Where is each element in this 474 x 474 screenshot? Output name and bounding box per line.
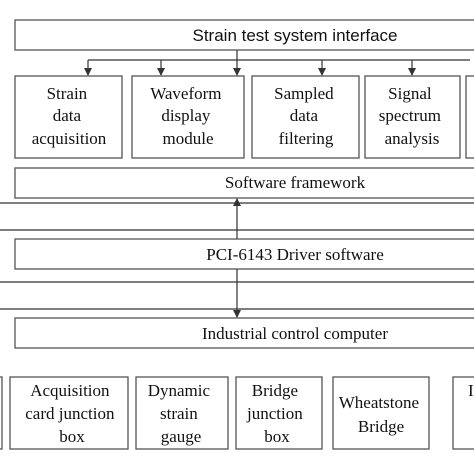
svg-text:I: I [468, 381, 474, 400]
module-sampled-data-filtering: Sampled data filtering [251, 75, 360, 159]
svg-text:Waveform display m: Waveform display module [150, 84, 226, 148]
svg-text:Bridge junction bo: Bridge junction box [246, 381, 307, 446]
driver-software-label: PCI-6143 Driver software [206, 245, 384, 264]
module-strain-data-acquisition: Strain data acquisition [14, 75, 123, 159]
module-partial-right [465, 75, 474, 159]
industrial-computer-block: Industrial control computer [14, 317, 474, 349]
svg-text:Sampled data filte: Sampled data filtering [274, 84, 338, 148]
module-waveform-display: Waveform display module [131, 75, 245, 159]
hardware-partial-right: I [452, 376, 474, 450]
hardware-partial-left [0, 376, 3, 450]
software-framework-label: Software framework [225, 173, 366, 192]
svg-text:Signal spectrum an: Signal spectrum analysis [379, 84, 446, 148]
svg-text:Acquisition card junctio: Acquisition card junction box [25, 381, 118, 446]
interface-connectors [84, 50, 470, 76]
svg-text:Dynamic strain gau: Dynamic strain gauge [148, 381, 215, 446]
interface-title: Strain test system interface [192, 26, 397, 45]
driver-software-block: PCI-6143 Driver software [14, 238, 474, 270]
svg-text:Strain data acquis: Strain data acquisition [32, 84, 107, 148]
software-framework-block: Software framework [14, 167, 474, 199]
hardware-wheatstone-bridge: Wheatstone Bridge [332, 376, 430, 450]
svg-text:Wheatstone Bridge: Wheatstone Bridge [339, 393, 424, 436]
hardware-dynamic-strain-gauge: Dynamic strain gauge [135, 376, 229, 450]
hardware-bridge-junction-box: Bridge junction box [235, 376, 323, 450]
industrial-computer-label: Industrial control computer [202, 324, 388, 343]
hardware-acquisition-card-junction-box: Acquisition card junction box [9, 376, 129, 450]
module-signal-spectrum-analysis: Signal spectrum analysis [364, 75, 461, 159]
interface-block: Strain test system interface [14, 19, 474, 51]
